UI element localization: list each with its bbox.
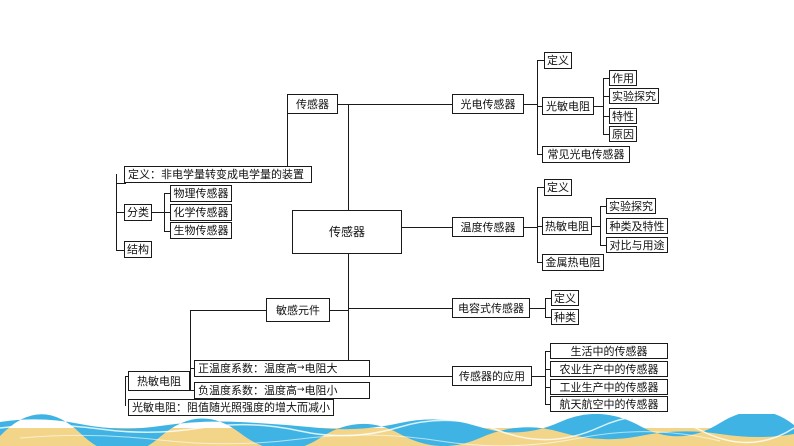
types-h2 bbox=[164, 231, 170, 232]
wave-icon bbox=[0, 414, 794, 446]
photo-photoresistor: 光敏电阻 bbox=[542, 97, 594, 115]
def-vline bbox=[287, 104, 288, 174]
cls-hline bbox=[116, 212, 124, 213]
sens-ntc: 负温度系数：温度高 → 电阻小 bbox=[194, 382, 370, 399]
photo-title: 光电传感器 bbox=[452, 94, 524, 114]
ntc-text: 负温度系数：温度高 bbox=[198, 384, 297, 397]
def-hline bbox=[116, 183, 126, 184]
temp-th-types: 种类及特性 bbox=[606, 218, 668, 234]
temp-line bbox=[402, 227, 452, 228]
temp-h-title bbox=[524, 227, 537, 228]
def-type-biological: 生物传感器 bbox=[170, 222, 232, 239]
top-line bbox=[338, 104, 452, 105]
def-structure: 结构 bbox=[124, 241, 152, 258]
photo-definition: 定义 bbox=[544, 52, 572, 69]
temp-vline bbox=[537, 187, 538, 262]
def-classification: 分类 bbox=[124, 204, 152, 221]
photo-h-common bbox=[537, 154, 542, 155]
app-h-title bbox=[532, 376, 545, 377]
th-h0 bbox=[600, 206, 606, 207]
cap-h-title bbox=[530, 308, 545, 309]
app-title: 传感器的应用 bbox=[452, 366, 532, 386]
app-h2 bbox=[545, 387, 550, 388]
temp-metal: 金属热电阻 bbox=[542, 254, 604, 271]
def-type-chemical: 化学传感器 bbox=[170, 204, 232, 221]
types-h0 bbox=[164, 193, 170, 194]
types-h1 bbox=[152, 212, 170, 213]
temp-definition: 定义 bbox=[544, 179, 572, 196]
cap-types: 种类 bbox=[551, 309, 579, 325]
ntc-result: 电阻小 bbox=[304, 384, 338, 397]
th-h2 bbox=[600, 245, 606, 246]
pr-vline bbox=[603, 78, 604, 134]
cap-line bbox=[348, 308, 452, 309]
app-life: 生活中的传感器 bbox=[550, 343, 668, 359]
photo-pr-experiment: 实验探究 bbox=[609, 88, 659, 104]
photo-pr-property: 特性 bbox=[609, 108, 637, 124]
ptc-arrow-icon: → bbox=[297, 363, 305, 373]
temp-th-experiment: 实验探究 bbox=[606, 198, 656, 214]
sens-photoresistor: 光敏电阻：阻值随光照强度的增大而减小 bbox=[128, 399, 334, 416]
photo-vline bbox=[537, 60, 538, 154]
temp-h-th bbox=[537, 226, 542, 227]
app-vline bbox=[545, 351, 546, 404]
temp-title: 温度传感器 bbox=[452, 217, 524, 237]
pr-h1 bbox=[603, 96, 609, 97]
pr-h0 bbox=[603, 78, 609, 79]
cap-definition: 定义 bbox=[551, 290, 579, 306]
app-industry: 工业生产中的传感器 bbox=[550, 379, 668, 395]
app-h0 bbox=[545, 351, 550, 352]
def-definition: 定义：非电学量转变成电学量的装置 bbox=[124, 166, 312, 183]
cap-h0 bbox=[545, 298, 551, 299]
ntc-arrow-icon: → bbox=[297, 385, 305, 395]
pr-h3 bbox=[603, 134, 609, 135]
sens-left-vline bbox=[125, 376, 126, 406]
sens-vline bbox=[190, 310, 191, 376]
def-title: 传感器 bbox=[287, 94, 338, 114]
app-aerospace: 航天航空中的传感器 bbox=[550, 396, 668, 412]
temp-thermistor: 热敏电阻 bbox=[542, 217, 592, 235]
temp-h-metal bbox=[537, 262, 542, 263]
ptc-h bbox=[190, 368, 194, 369]
pr-h bbox=[594, 106, 603, 107]
sens-h-title bbox=[190, 310, 266, 311]
cap-vline bbox=[545, 298, 546, 317]
ptc-vline bbox=[190, 368, 191, 390]
temp-h-def bbox=[537, 187, 544, 188]
temp-th-compare: 对比与用途 bbox=[606, 237, 668, 253]
app-h1 bbox=[545, 369, 550, 370]
struct-hline bbox=[116, 250, 124, 251]
ptc-text: 正温度系数：温度高 bbox=[198, 362, 297, 375]
footer-wave-decoration bbox=[0, 414, 794, 446]
app-h3 bbox=[545, 404, 550, 405]
th-h bbox=[592, 226, 600, 227]
photo-h-def bbox=[537, 60, 544, 61]
sens-thermistor: 热敏电阻 bbox=[128, 371, 190, 391]
def-type-physical: 物理传感器 bbox=[170, 185, 232, 202]
ntc-h bbox=[190, 390, 194, 391]
sens-line bbox=[330, 310, 348, 311]
photo-pr-reason: 原因 bbox=[609, 126, 637, 142]
pr-h2 bbox=[603, 116, 609, 117]
photo-h-title bbox=[524, 104, 537, 105]
sens-title: 敏感元件 bbox=[266, 298, 330, 322]
photo-h-pr bbox=[537, 106, 542, 107]
app-line bbox=[348, 376, 452, 377]
photo-pr-function: 作用 bbox=[609, 70, 637, 86]
ptc-result: 电阻大 bbox=[304, 362, 338, 375]
photo-common: 常见光电传感器 bbox=[542, 146, 630, 163]
cap-h1 bbox=[545, 317, 551, 318]
th-vline bbox=[600, 206, 601, 245]
cap-title: 电容式传感器 bbox=[452, 298, 530, 318]
app-agriculture: 农业生产中的传感器 bbox=[550, 361, 668, 377]
center-node: 传感器 bbox=[292, 210, 402, 254]
sens-ptc: 正温度系数：温度高 → 电阻大 bbox=[194, 360, 370, 377]
